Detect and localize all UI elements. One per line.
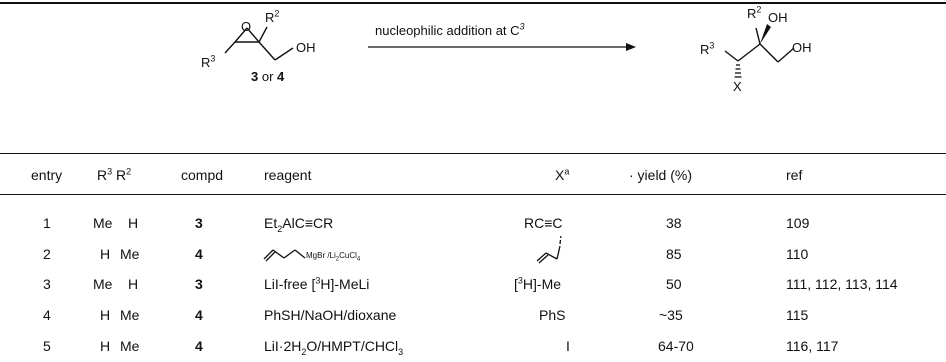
header-entry: entry	[31, 167, 63, 183]
header-r3-r2: R3 R2	[97, 166, 132, 183]
r2-cell: Me	[120, 246, 140, 262]
compd-cell: 4	[195, 338, 203, 354]
arrow-label: nucleophilic addition at C3	[375, 21, 525, 38]
reactant-r3: R3	[201, 53, 216, 70]
compd-cell: 3	[195, 215, 203, 231]
yield-cell: 85	[666, 246, 682, 262]
r3-cell: H	[100, 307, 111, 323]
ref-cell: 109	[786, 215, 810, 231]
r2-cell: H	[128, 276, 139, 292]
r2-cell: Me	[120, 307, 140, 323]
entry-cell: 3	[43, 276, 51, 292]
product-drawing	[724, 24, 795, 78]
header-bottom-rule	[0, 194, 946, 195]
r3-cell: H	[100, 246, 111, 262]
r3-cell: H	[100, 338, 111, 354]
reactant-r2: R2	[265, 8, 280, 25]
x-cell: I	[566, 338, 570, 354]
yield-cell: 64-70	[658, 338, 694, 354]
alkenyl-chain-icon	[263, 249, 306, 262]
reactant-o: O	[241, 19, 252, 34]
compd-cell: 3	[195, 276, 203, 292]
reagent-cell: PhSH/NaOH/dioxane	[264, 307, 397, 323]
product-x: X	[733, 79, 742, 94]
ref-cell: 111, 112, 113, 114	[786, 276, 898, 292]
x-cell: PhS	[539, 307, 566, 323]
header-compd: compd	[181, 167, 224, 183]
epoxide-drawing	[224, 26, 294, 61]
entry-cell: 4	[43, 307, 51, 323]
yield-cell: 38	[666, 215, 682, 231]
header-top-rule	[0, 153, 946, 154]
ref-cell: 115	[786, 307, 809, 323]
top-rule	[0, 2, 946, 4]
compound-label: 3 or 4	[251, 69, 285, 84]
r3-cell: Me	[93, 276, 113, 292]
entry-cell: 1	[43, 215, 51, 231]
product-r3: R3	[700, 40, 715, 57]
reagent-cell: LiI-free [3H]-MeLi	[264, 275, 370, 292]
reagent-cell: LiI·2H2O/HMPT/CHCl3	[264, 338, 404, 357]
header-yield: · yield (%)	[629, 167, 693, 183]
r2-cell: H	[128, 215, 139, 231]
r3-cell: Me	[93, 215, 113, 231]
r2-cell: Me	[120, 338, 140, 354]
product-oh-right: OH	[792, 40, 812, 55]
ref-cell: 116, 117	[786, 338, 839, 354]
reactant-oh: OH	[296, 40, 316, 55]
reaction-arrow-icon	[368, 43, 636, 51]
entry-cell: 2	[43, 246, 51, 262]
yield-cell: ~35	[659, 307, 683, 323]
x-alkenyl-icon	[536, 236, 562, 264]
yield-cell: 50	[666, 276, 682, 292]
product-r2: R2	[747, 4, 762, 21]
x-cell: RC≡C	[524, 215, 563, 231]
product-oh-top: OH	[768, 10, 788, 25]
compd-cell: 4	[195, 307, 203, 323]
ref-cell: 110	[786, 246, 809, 262]
header-x: Xa	[555, 166, 570, 183]
reagent-cell: Et2AlC≡CR	[264, 215, 334, 234]
x-cell: [3H]-Me	[514, 275, 562, 292]
header-reagent: reagent	[264, 167, 312, 183]
entry-cell: 5	[43, 338, 51, 354]
header-ref: ref	[786, 167, 803, 183]
compd-cell: 4	[195, 246, 203, 262]
